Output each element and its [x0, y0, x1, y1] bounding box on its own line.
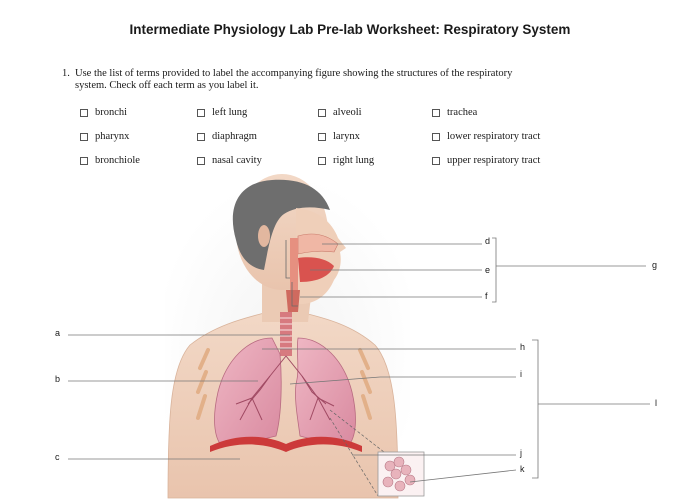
- label-e: e: [485, 265, 490, 275]
- label-i: i: [520, 369, 522, 379]
- larynx-tube: [286, 290, 300, 312]
- label-k: k: [520, 464, 525, 474]
- label-h: h: [520, 342, 525, 352]
- label-g: g: [652, 260, 657, 270]
- label-l: l: [655, 398, 657, 408]
- label-j: j: [520, 448, 522, 458]
- label-d: d: [485, 236, 490, 246]
- label-b: b: [55, 374, 60, 384]
- label-c: c: [55, 452, 60, 462]
- label-f: f: [485, 291, 488, 301]
- ear: [258, 225, 270, 247]
- label-a: a: [55, 328, 60, 338]
